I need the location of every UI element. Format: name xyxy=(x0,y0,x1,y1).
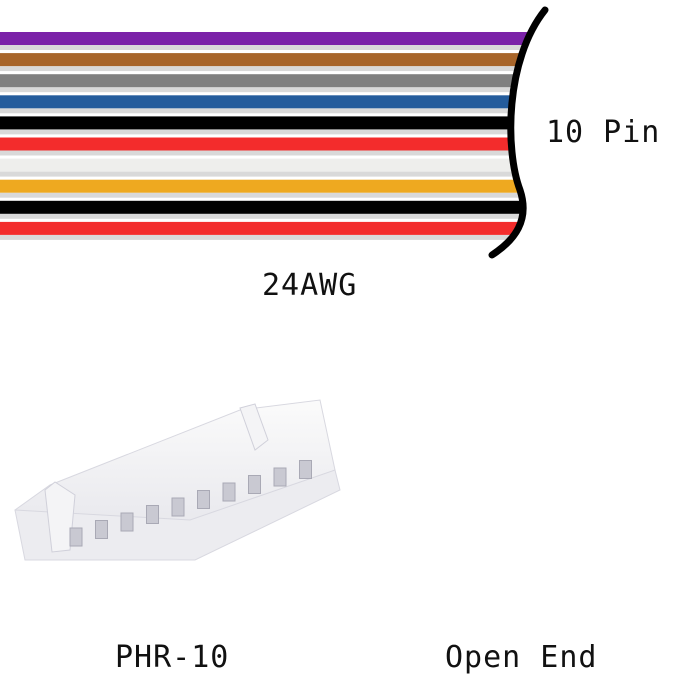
wire-shadow xyxy=(0,150,545,156)
wire-3 xyxy=(0,74,545,88)
wire-shadow xyxy=(0,108,545,114)
wire-6 xyxy=(0,137,545,151)
wire-shadow xyxy=(0,192,545,198)
wire-shadow xyxy=(0,213,545,219)
open-end-label: Open End xyxy=(445,640,598,675)
wire-5 xyxy=(0,116,545,130)
connector-pin-slot xyxy=(197,490,210,509)
wire-1 xyxy=(0,32,545,45)
wire-2 xyxy=(0,53,545,67)
wire-7 xyxy=(0,158,545,172)
wire-10 xyxy=(0,221,545,235)
wire-shadow xyxy=(0,171,545,177)
wire-gauge-label: 24AWG xyxy=(262,268,358,303)
connector-pin-slot xyxy=(248,475,261,494)
wire-shadow xyxy=(0,129,545,135)
connector-pin-slot xyxy=(120,512,134,532)
wire-shadow xyxy=(0,87,545,93)
wire-shadow xyxy=(0,234,545,240)
wire-8 xyxy=(0,179,545,193)
connector-pin-slot xyxy=(95,520,108,539)
cable-break-line xyxy=(488,6,549,259)
connector-label: PHR-10 xyxy=(115,640,230,675)
connector-pin-slot xyxy=(69,527,83,547)
connector-pin-slot xyxy=(146,505,159,524)
connector-pin-slot xyxy=(171,497,185,517)
connector-pin-slot xyxy=(273,467,287,487)
wire-shadow xyxy=(0,66,545,72)
wire-shadow xyxy=(0,45,545,50)
connector-pin-slot xyxy=(299,460,312,479)
pin-count-label: 10 Pin xyxy=(546,115,661,150)
connector-pin-slot xyxy=(222,482,236,502)
phr-10-connector-image xyxy=(14,399,341,561)
wire-4 xyxy=(0,95,545,109)
wire-9 xyxy=(0,200,545,214)
